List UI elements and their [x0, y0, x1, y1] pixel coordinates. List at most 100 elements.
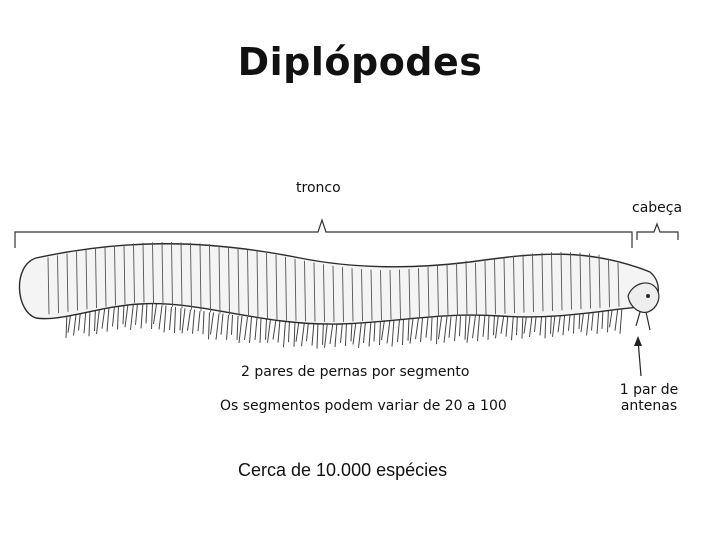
trunk-label: tronco	[296, 180, 341, 196]
leg	[323, 322, 324, 345]
leg	[141, 302, 143, 328]
leg	[455, 316, 457, 341]
leg	[494, 314, 495, 335]
leg	[118, 305, 119, 329]
leg	[369, 320, 371, 346]
leg	[123, 304, 124, 324]
leg	[408, 319, 409, 341]
legs-label: 2 pares de pernas por segmento	[241, 364, 469, 380]
head-bracket	[637, 224, 678, 240]
leg	[289, 320, 290, 342]
antennae-label-line2: antenas	[604, 398, 694, 414]
leg	[175, 307, 176, 333]
leg	[152, 304, 153, 329]
leg	[488, 315, 489, 340]
leg	[392, 320, 394, 347]
leg	[382, 320, 385, 340]
leg	[203, 311, 204, 334]
leg	[95, 308, 96, 331]
leg	[439, 317, 442, 339]
leg	[266, 319, 267, 340]
head-label: cabeça	[632, 200, 682, 216]
leg	[467, 316, 470, 343]
leg	[353, 321, 356, 344]
species-note: Cerca de 10.000 espécies	[238, 460, 447, 481]
leg	[364, 321, 366, 343]
leg	[620, 307, 622, 334]
leg	[449, 317, 451, 338]
leg	[227, 315, 229, 340]
leg	[465, 316, 466, 340]
leg	[159, 305, 162, 329]
antennae-arrow-head	[634, 336, 642, 346]
leg	[444, 317, 447, 343]
leg	[154, 304, 157, 324]
leg	[398, 319, 400, 342]
leg	[268, 319, 271, 343]
leg	[278, 320, 280, 343]
leg	[131, 303, 134, 330]
leg	[170, 307, 172, 330]
leg	[245, 317, 248, 340]
segments-label: Os segmentos podem variar de 20 a 100	[220, 398, 507, 414]
antennae-label: 1 par de antenas	[604, 382, 694, 414]
leg	[136, 303, 138, 325]
leg	[89, 309, 90, 336]
eye	[646, 294, 650, 298]
leg	[107, 307, 109, 332]
leg	[426, 318, 428, 338]
leg	[232, 315, 233, 335]
leg	[460, 316, 461, 336]
leg	[312, 322, 314, 346]
leg	[403, 319, 404, 345]
leg	[416, 318, 419, 339]
leg	[146, 302, 147, 323]
leg	[209, 312, 210, 339]
leg	[387, 320, 390, 344]
leg	[330, 322, 333, 344]
leg	[239, 316, 242, 343]
leg	[294, 321, 295, 347]
leg	[125, 304, 128, 327]
leg	[351, 321, 352, 341]
leg	[473, 315, 476, 338]
leg	[496, 314, 499, 338]
trunk-bracket	[15, 220, 632, 248]
leg	[302, 321, 305, 346]
leg	[341, 322, 343, 343]
leg	[374, 320, 375, 341]
leg	[260, 318, 261, 343]
leg	[193, 310, 195, 334]
leg	[431, 318, 432, 341]
leg	[113, 305, 115, 326]
leg	[250, 317, 252, 343]
leg	[237, 316, 238, 340]
antennae-label-line1: 1 par de	[604, 382, 694, 398]
leg	[346, 322, 347, 346]
leg	[437, 317, 438, 344]
leg	[483, 315, 485, 337]
leg	[359, 321, 362, 348]
leg	[307, 321, 309, 341]
antenna	[636, 312, 650, 330]
leg	[421, 318, 423, 342]
leg	[188, 310, 191, 331]
leg	[211, 312, 214, 334]
leg	[273, 320, 276, 340]
leg	[325, 322, 328, 348]
leg	[221, 314, 223, 335]
leg	[335, 322, 337, 347]
leg	[410, 319, 413, 344]
leg	[296, 321, 299, 342]
leg	[102, 307, 105, 329]
leg	[198, 311, 200, 331]
leg	[317, 322, 318, 349]
leg	[506, 314, 508, 337]
leg	[180, 308, 181, 330]
leg	[255, 318, 257, 340]
leg	[478, 315, 480, 341]
leg	[97, 308, 100, 334]
leg	[182, 308, 185, 333]
leg	[216, 314, 219, 340]
